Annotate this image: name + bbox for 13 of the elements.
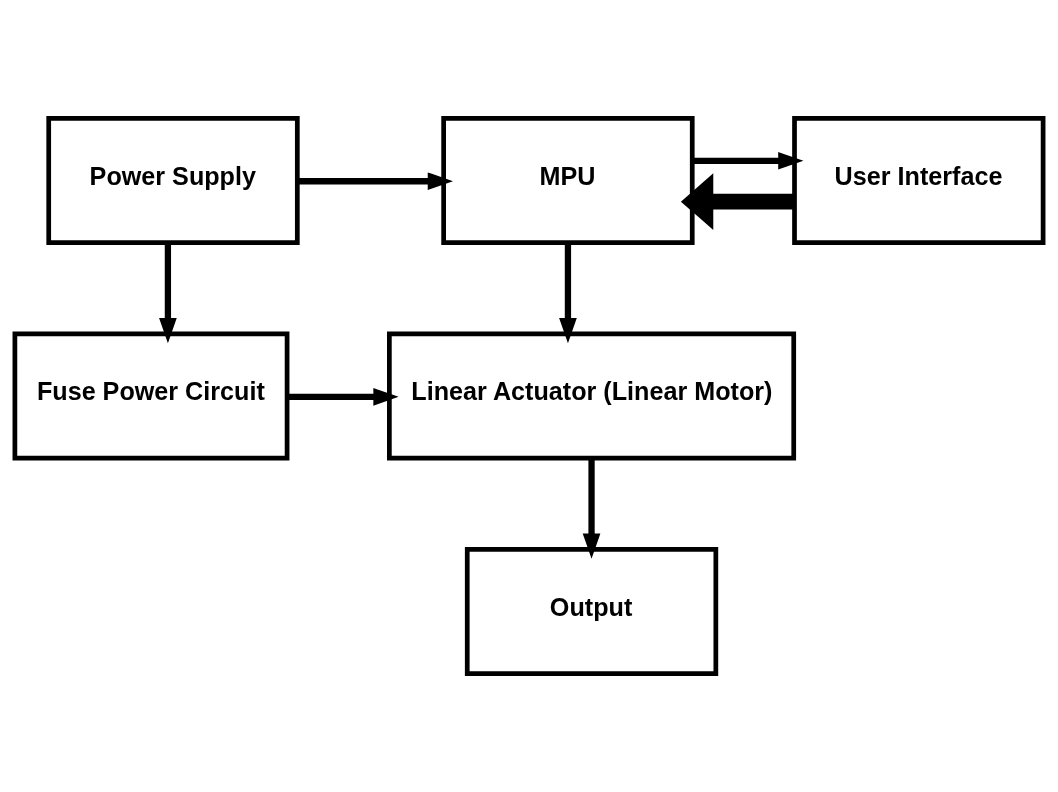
arrow — [559, 242, 577, 344]
node-box: Fuse Power Circuit — [12, 331, 290, 461]
arrow — [297, 172, 453, 191]
arrow — [582, 458, 601, 559]
node-box: MPU — [441, 115, 695, 245]
arrow — [692, 151, 804, 170]
arrow — [287, 387, 399, 406]
arrow — [680, 173, 795, 231]
node-box: User Interface — [792, 115, 1046, 245]
node-box: Power Supply — [46, 115, 300, 245]
arrow — [159, 242, 177, 344]
node-box: Linear Actuator (Linear Motor) — [387, 331, 797, 461]
node-box: Output — [464, 547, 719, 677]
